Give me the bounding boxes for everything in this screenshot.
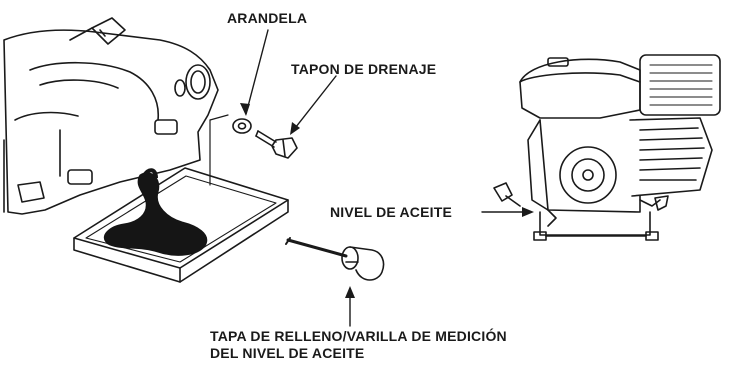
- label-arandela: ARANDELA: [227, 10, 308, 26]
- drain-plug-icon: [255, 130, 298, 159]
- arrowheads: [240, 103, 534, 298]
- engine-crankcase-illustration: [3, 17, 219, 215]
- dipstick-icon: [285, 237, 385, 281]
- label-nivel-aceite: NIVEL DE ACEITE: [330, 204, 453, 220]
- label-tapon-drenaje: TAPON DE DRENAJE: [291, 61, 437, 77]
- label-tapa-relleno-line2: DEL NIVEL DE ACEITE: [210, 345, 365, 361]
- label-tapa-relleno-line1: TAPA DE RELLENO/VARILLA DE MEDICIÓN: [210, 328, 507, 344]
- oil-stream: [103, 168, 208, 256]
- washer-icon: [232, 118, 252, 134]
- small-engine-illustration: [493, 54, 721, 241]
